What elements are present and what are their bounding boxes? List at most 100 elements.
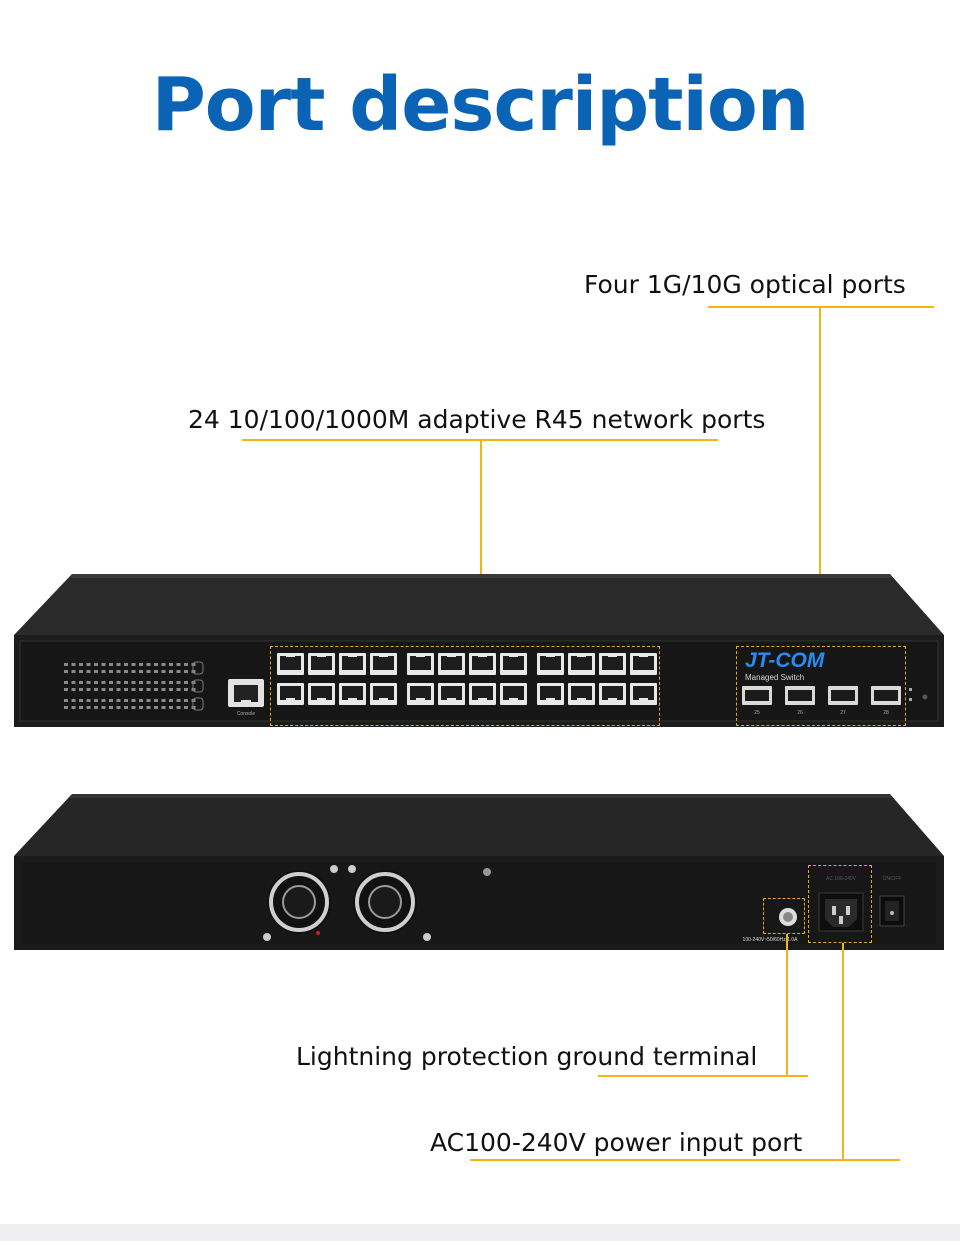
rj45-port xyxy=(568,653,595,675)
status-led xyxy=(146,663,151,666)
status-led xyxy=(116,670,121,673)
status-led xyxy=(176,706,181,709)
rj45-port xyxy=(438,683,465,705)
rj45-port xyxy=(630,683,657,705)
status-led xyxy=(169,681,173,684)
status-led xyxy=(131,670,136,673)
rj45-port xyxy=(599,653,626,675)
status-led xyxy=(71,670,76,673)
rj45-port xyxy=(277,683,304,705)
status-led xyxy=(154,706,158,709)
status-led xyxy=(124,688,128,691)
status-led xyxy=(94,688,98,691)
status-led xyxy=(101,663,106,666)
status-led xyxy=(124,681,128,684)
optical-ports-callout: Four 1G/10G optical ports xyxy=(584,270,906,299)
status-led xyxy=(146,699,151,702)
sfp-port: 25 xyxy=(742,686,772,716)
status-led xyxy=(79,681,83,684)
status-led-frame xyxy=(192,661,204,675)
status-led xyxy=(161,699,166,702)
status-led xyxy=(154,663,158,666)
status-led xyxy=(94,699,98,702)
status-led xyxy=(131,706,136,709)
status-led xyxy=(176,699,181,702)
rj45-port xyxy=(370,683,397,705)
status-led xyxy=(146,681,151,684)
status-led xyxy=(86,670,91,673)
ground-callout-underline xyxy=(598,1075,808,1077)
status-led xyxy=(86,688,91,691)
status-led xyxy=(184,706,188,709)
status-led xyxy=(71,706,76,709)
status-led xyxy=(146,706,151,709)
status-led xyxy=(139,688,143,691)
status-led xyxy=(109,699,113,702)
rj45-port xyxy=(599,683,626,705)
status-led xyxy=(94,706,98,709)
status-led xyxy=(124,706,128,709)
status-led xyxy=(124,663,128,666)
rj45-port xyxy=(339,683,366,705)
status-led xyxy=(116,706,121,709)
status-led xyxy=(131,663,136,666)
status-led xyxy=(109,663,113,666)
status-led-grid xyxy=(64,661,204,711)
status-led xyxy=(161,706,166,709)
status-led xyxy=(64,688,68,691)
status-led xyxy=(139,663,143,666)
status-led xyxy=(131,688,136,691)
status-led xyxy=(139,670,143,673)
status-led xyxy=(131,681,136,684)
rj45-port xyxy=(568,683,595,705)
status-led xyxy=(139,699,143,702)
ground-terminal-callout: Lightning protection ground terminal xyxy=(296,1042,758,1071)
status-led xyxy=(169,688,173,691)
switch-label: ON/OFF xyxy=(883,876,902,882)
brand-logo: JT-COM xyxy=(745,649,825,672)
optical-callout-leader xyxy=(819,306,821,646)
status-led xyxy=(154,681,158,684)
status-led xyxy=(169,663,173,666)
status-led xyxy=(94,663,98,666)
status-led xyxy=(154,688,158,691)
status-led xyxy=(146,688,151,691)
status-led-frame xyxy=(192,679,204,693)
status-led xyxy=(79,663,83,666)
status-led xyxy=(101,681,106,684)
rj45-port xyxy=(407,683,434,705)
rj45-port xyxy=(500,653,527,675)
rj45-port xyxy=(500,683,527,705)
status-led xyxy=(79,688,83,691)
status-led xyxy=(169,706,173,709)
status-led xyxy=(154,670,158,673)
ground-highlight-box xyxy=(763,898,805,934)
status-led xyxy=(131,699,136,702)
power-rating-label: 100-240V~50/60Hz 1.0A xyxy=(743,937,799,943)
status-led xyxy=(101,688,106,691)
status-led xyxy=(169,670,173,673)
status-led xyxy=(71,699,76,702)
sfp-port-label: 27 xyxy=(840,710,846,716)
optical-callout-underline xyxy=(708,306,934,308)
status-led xyxy=(64,663,68,666)
sfp-port: 26 xyxy=(785,686,815,716)
status-led xyxy=(79,699,83,702)
rj45-port xyxy=(469,683,496,705)
sfp-highlight-box xyxy=(736,646,906,726)
status-led xyxy=(71,681,76,684)
rj45-port-block xyxy=(277,653,657,705)
status-led xyxy=(146,670,151,673)
console-label: Console xyxy=(237,711,256,717)
status-led xyxy=(176,681,181,684)
status-led xyxy=(86,706,91,709)
sfp-port-label: 26 xyxy=(797,710,803,716)
power-highlight-box xyxy=(808,865,872,943)
status-led xyxy=(86,681,91,684)
status-led xyxy=(184,699,188,702)
status-led xyxy=(71,663,76,666)
status-led xyxy=(109,681,113,684)
page-title: Port description xyxy=(151,62,810,148)
status-led xyxy=(94,670,98,673)
